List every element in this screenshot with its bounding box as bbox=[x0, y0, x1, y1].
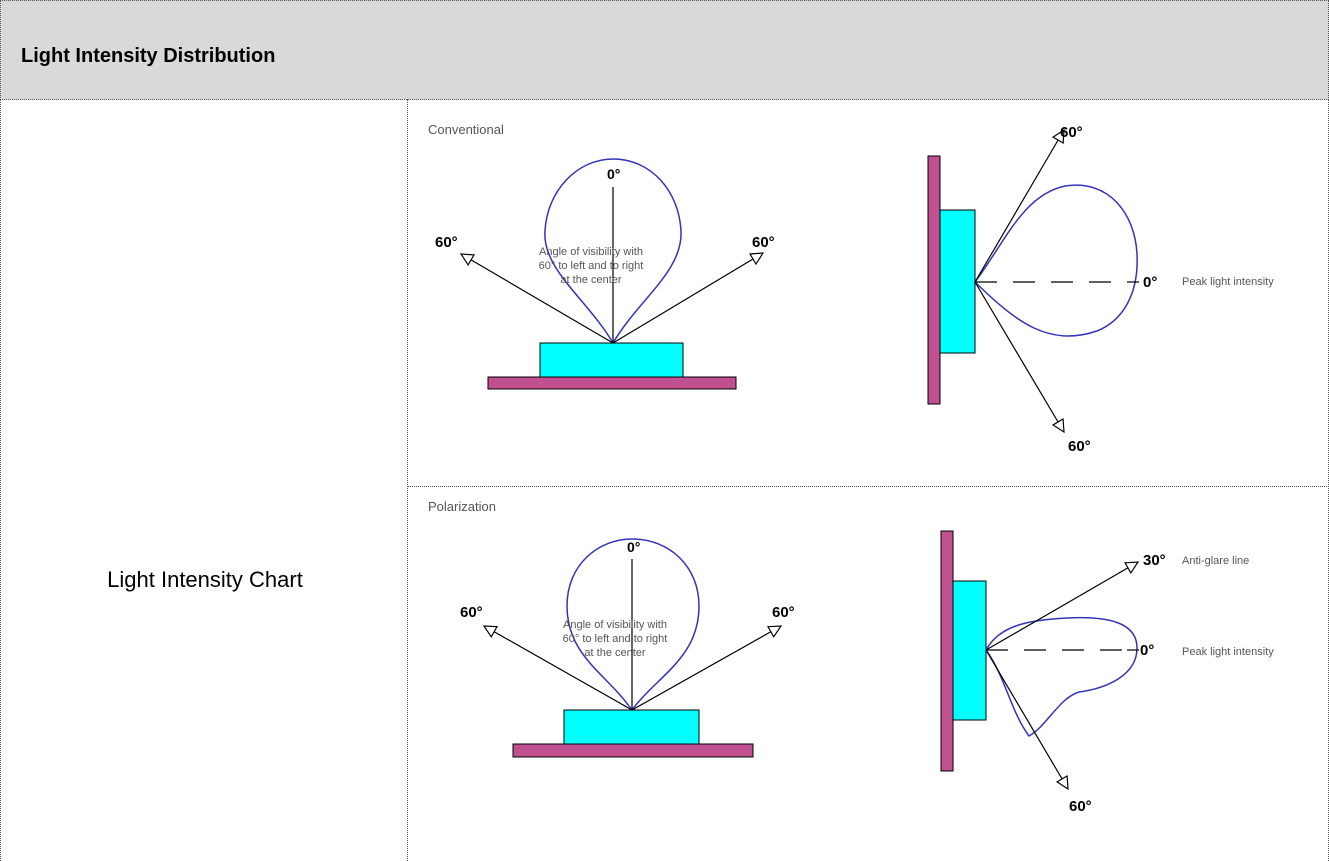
circuit-board bbox=[487, 376, 737, 390]
side-view: 30° Anti-glare line 0° Peak light intens… bbox=[940, 530, 1274, 815]
upper-arrow bbox=[974, 130, 1064, 283]
intensity-lobe bbox=[974, 184, 1138, 337]
peak-label: Peak light intensity bbox=[1182, 276, 1274, 288]
note-line-3: at the center bbox=[560, 274, 621, 286]
anti-glare-label: Anti-glare line bbox=[1182, 555, 1249, 567]
row-label: Light Intensity Chart bbox=[107, 567, 303, 592]
left-angle: 60° bbox=[435, 234, 458, 251]
top-angle: 0° bbox=[627, 539, 640, 555]
right-angle: 60° bbox=[752, 234, 775, 251]
circuit-board bbox=[512, 743, 754, 758]
right-arrow bbox=[612, 253, 763, 344]
front-view: 0° 60° 60° Angle of visibility with 60° … bbox=[460, 538, 795, 758]
left-angle: 60° bbox=[460, 604, 483, 621]
lower-arrow bbox=[985, 649, 1068, 789]
upper-angle: 30° bbox=[1143, 552, 1166, 569]
polarization-panel: Polarization 0° 60° 60° Angle of visibil… bbox=[407, 486, 1329, 861]
circuit-board bbox=[940, 530, 954, 772]
led-display bbox=[563, 709, 700, 745]
right-angle: 60° bbox=[772, 604, 795, 621]
circuit-board bbox=[927, 155, 941, 405]
lower-angle: 60° bbox=[1068, 438, 1091, 455]
polarization-diagram: Polarization 0° 60° 60° Angle of visibil… bbox=[428, 499, 1274, 815]
side-view: 60° 0° 60° Peak light intensity bbox=[927, 124, 1274, 455]
table-title: Light Intensity Distribution bbox=[21, 45, 276, 67]
intensity-lobe bbox=[566, 538, 700, 712]
conventional-panel: Conventional 0° 60° 60° Angle of visibil… bbox=[407, 99, 1329, 487]
top-angle: 0° bbox=[607, 166, 620, 182]
conventional-diagram: Conventional 0° 60° 60° Angle of visibil… bbox=[428, 122, 1274, 455]
right-arrow bbox=[631, 626, 781, 711]
lower-arrow bbox=[974, 281, 1064, 432]
note-line-2: 60° to left and to right bbox=[563, 633, 668, 645]
left-arrow bbox=[484, 626, 633, 711]
panel-title: Polarization bbox=[428, 499, 496, 514]
row-label-cell: Light Intensity Chart bbox=[0, 99, 408, 861]
front-view: 0° 60° 60° Angle of visibility with 60° … bbox=[435, 158, 775, 390]
led-display bbox=[939, 209, 976, 354]
note-line-1: Angle of visibility with bbox=[563, 619, 667, 631]
table-header: Light Intensity Distribution bbox=[0, 0, 1329, 100]
left-arrow bbox=[461, 254, 614, 344]
intensity-lobe bbox=[985, 616, 1138, 737]
note-line-3: at the center bbox=[584, 647, 645, 659]
center-angle: 0° bbox=[1143, 274, 1157, 291]
led-display bbox=[952, 580, 987, 721]
lower-angle: 60° bbox=[1069, 798, 1092, 815]
upper-arrow bbox=[985, 562, 1138, 651]
panel-title: Conventional bbox=[428, 122, 504, 137]
peak-label: Peak light intensity bbox=[1182, 646, 1274, 658]
led-display bbox=[539, 342, 684, 378]
center-angle: 0° bbox=[1140, 642, 1154, 659]
note-line-2: 60° to left and to right bbox=[539, 260, 644, 272]
note-line-1: Angle of visibility with bbox=[539, 246, 643, 258]
upper-angle: 60° bbox=[1060, 124, 1083, 141]
intensity-lobe bbox=[544, 158, 682, 345]
